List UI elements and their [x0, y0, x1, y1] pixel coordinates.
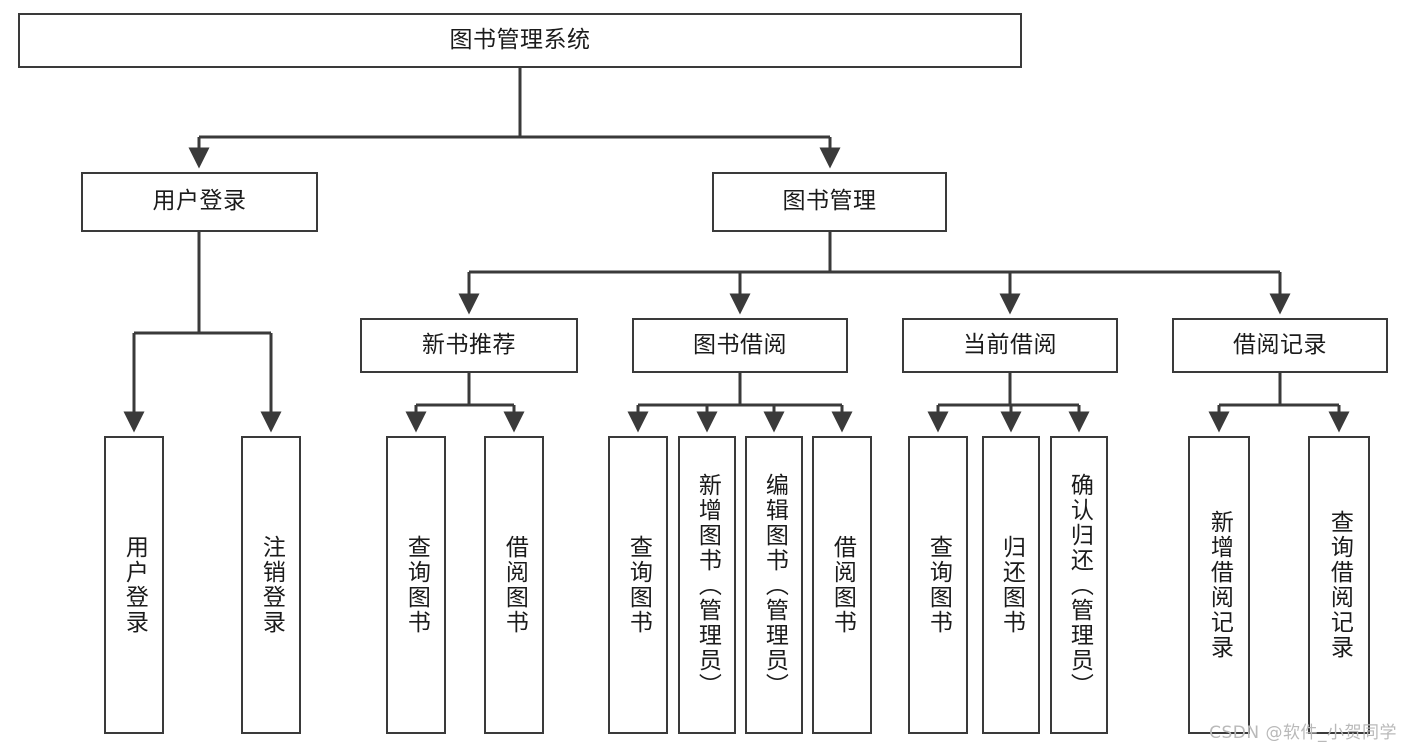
leaf-confirm-return-admin[interactable]: 确认归还（管理员） [1050, 436, 1108, 734]
leaf-return-book[interactable]: 归还图书 [982, 436, 1040, 734]
leaf-add-book-admin[interactable]: 新增图书（管理员） [678, 436, 736, 734]
leaf-query-book-borrow[interactable]: 查询图书 [608, 436, 668, 734]
node-user-login[interactable]: 用户登录 [81, 172, 318, 232]
leaf-add-borrow-record[interactable]: 新增借阅记录 [1188, 436, 1250, 734]
leaf-borrow-book-newbook[interactable]: 借阅图书 [484, 436, 544, 734]
node-book-management[interactable]: 图书管理 [712, 172, 947, 232]
watermark: CSDN @软件_小贺同学 [1209, 723, 1397, 743]
leaf-borrow-book[interactable]: 借阅图书 [812, 436, 872, 734]
leaf-query-book-current[interactable]: 查询图书 [908, 436, 968, 734]
node-borrow-record[interactable]: 借阅记录 [1172, 318, 1388, 373]
node-new-book-recommend[interactable]: 新书推荐 [360, 318, 578, 373]
leaf-user-logout[interactable]: 注销登录 [241, 436, 301, 734]
leaf-query-book-newbook[interactable]: 查询图书 [386, 436, 446, 734]
node-book-borrow[interactable]: 图书借阅 [632, 318, 848, 373]
node-current-borrow[interactable]: 当前借阅 [902, 318, 1118, 373]
leaf-query-borrow-record[interactable]: 查询借阅记录 [1308, 436, 1370, 734]
node-root[interactable]: 图书管理系统 [18, 13, 1022, 68]
leaf-edit-book-admin[interactable]: 编辑图书（管理员） [745, 436, 803, 734]
leaf-user-login[interactable]: 用户登录 [104, 436, 164, 734]
